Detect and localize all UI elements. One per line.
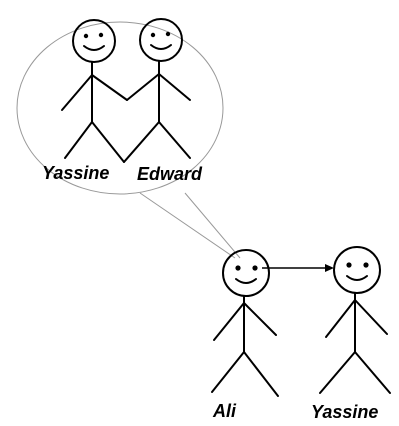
thought-bubble xyxy=(16,21,224,195)
arm xyxy=(243,302,277,336)
eye xyxy=(150,32,156,38)
head xyxy=(222,249,270,297)
leg xyxy=(354,351,391,394)
eye xyxy=(83,33,89,39)
smile xyxy=(235,278,257,284)
arm xyxy=(354,299,388,335)
bubble-figure-label: Edward xyxy=(137,164,203,184)
smile xyxy=(346,275,368,281)
arm xyxy=(213,302,245,341)
leg xyxy=(123,121,160,163)
eye xyxy=(252,265,258,271)
eye xyxy=(363,262,369,268)
smile xyxy=(83,45,105,51)
eye xyxy=(98,32,104,38)
stick-figure-yassine-bubble xyxy=(61,19,128,163)
stick-figure-yassine xyxy=(319,246,391,394)
leg xyxy=(158,121,191,159)
leg xyxy=(64,121,93,159)
bubble-pointer-line xyxy=(139,192,236,259)
leg xyxy=(91,121,125,163)
arm xyxy=(61,74,93,111)
leg xyxy=(211,351,245,393)
eye xyxy=(165,31,171,37)
eye xyxy=(235,265,241,271)
arm xyxy=(91,74,128,101)
bubble-pointer-line xyxy=(184,192,241,259)
stick-figure-edward-bubble xyxy=(123,18,191,163)
smile xyxy=(150,44,172,50)
figure-label-ali: Ali xyxy=(212,401,237,421)
bubble-figure-label: Yassine xyxy=(42,163,109,183)
eye xyxy=(346,262,352,268)
arm xyxy=(325,299,356,338)
head xyxy=(333,246,381,294)
arm xyxy=(158,73,191,101)
head xyxy=(139,18,183,62)
leg xyxy=(243,351,279,397)
figure-label-yassine: Yassine xyxy=(311,402,378,422)
relation-arrow xyxy=(262,264,334,272)
leg xyxy=(319,351,356,394)
head xyxy=(72,19,116,63)
stick-figure-ali xyxy=(211,249,279,397)
arm xyxy=(126,73,160,101)
